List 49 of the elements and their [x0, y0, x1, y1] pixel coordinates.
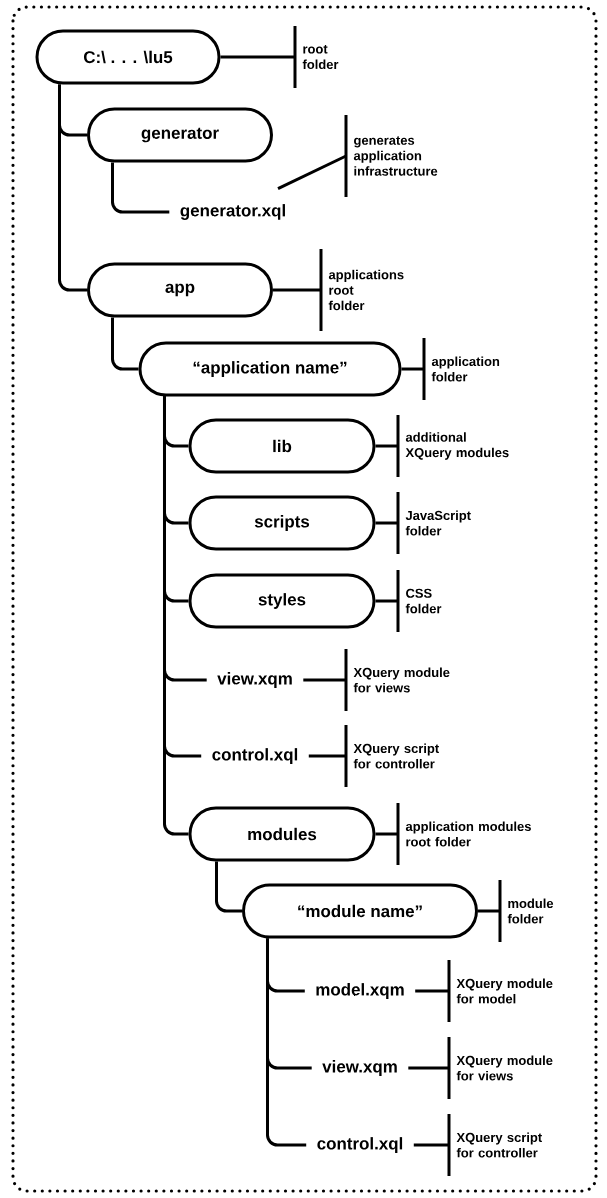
- tree-line: [58, 84, 87, 292]
- leader-line: [273, 288, 321, 292]
- leader-line: [277, 154, 347, 190]
- leader-line: [408, 1066, 449, 1070]
- annotation: XQuery script for controller: [447, 1114, 542, 1176]
- tree-line: [111, 162, 170, 214]
- leader-line: [478, 909, 500, 913]
- folder-pill: generator: [87, 107, 273, 163]
- file-name: control.xql: [212, 748, 298, 764]
- annotation: XQuery module for model: [447, 960, 553, 1022]
- leader-line: [375, 444, 398, 448]
- annotation: additional XQuery modules: [396, 415, 509, 477]
- leader-line: [415, 989, 449, 993]
- folder-pill: modules: [188, 806, 376, 862]
- leader-line: [303, 678, 346, 682]
- leader-line: [375, 832, 398, 836]
- leader-line: [401, 367, 424, 371]
- leader-line: [375, 599, 398, 603]
- folder-pill: scripts: [188, 495, 376, 551]
- annotation: root folder: [293, 26, 339, 88]
- folder-pill: “application name”: [138, 341, 402, 397]
- folder-pill: lib: [188, 418, 376, 474]
- file-name: view.xqm: [217, 672, 292, 688]
- leader-line: [308, 754, 346, 758]
- folder-pill: styles: [188, 573, 376, 629]
- file-name: view.xqm: [322, 1060, 397, 1076]
- leader-line: [220, 55, 295, 59]
- tree-line: [163, 396, 189, 836]
- folder-pill: C:\ . . . \lu5: [35, 29, 221, 85]
- file-name: model.xqm: [316, 983, 404, 999]
- annotation: XQuery script for controller: [344, 725, 439, 787]
- file-name: control.xql: [317, 1137, 403, 1153]
- annotation: application modules root folder: [396, 803, 531, 865]
- annotation: application folder: [422, 338, 500, 400]
- annotation: CSS folder: [396, 570, 442, 632]
- leader-line: [413, 1143, 449, 1147]
- annotation: applications root folder: [319, 249, 404, 331]
- file-name: generator.xql: [180, 204, 285, 220]
- leader-line: [375, 521, 398, 525]
- annotation: XQuery module for views: [344, 649, 450, 711]
- annotation: XQuery module for views: [447, 1037, 553, 1099]
- annotation: JavaScript folder: [396, 492, 471, 554]
- annotation: generates application infrastructure: [344, 115, 438, 197]
- tree-line: [111, 317, 139, 371]
- tree-line: [266, 938, 307, 1147]
- folder-pill: app: [87, 262, 273, 318]
- annotation: module folder: [498, 880, 554, 942]
- folder-pill: “module name”: [242, 883, 478, 939]
- tree-line: [215, 861, 242, 913]
